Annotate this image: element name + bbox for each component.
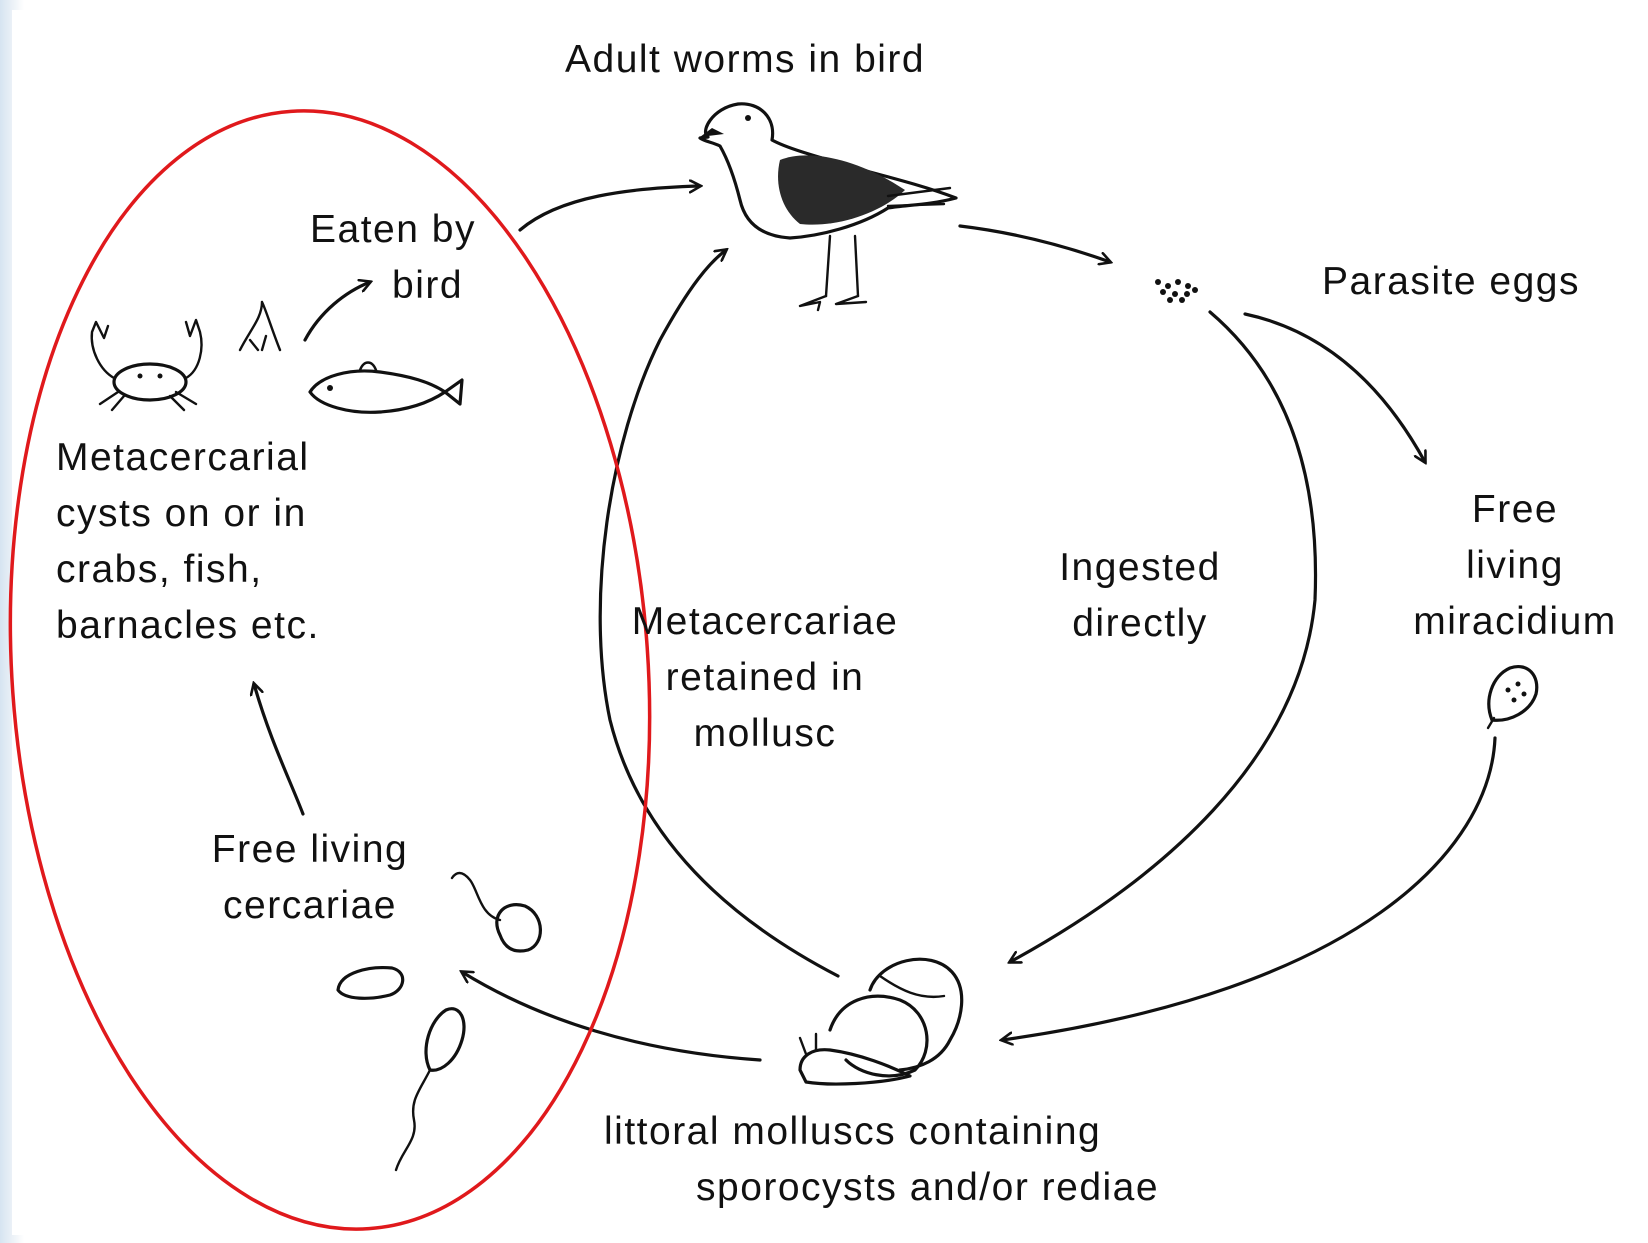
label-eaten-by-bird: Eaten by bird <box>310 202 476 314</box>
arrow-miracidium-to-snail <box>1002 738 1495 1040</box>
eaten-line-2: bird <box>310 258 476 314</box>
cysts-line-3: crabs, fish, <box>56 542 320 598</box>
retained-line-2: retained in <box>620 650 910 706</box>
cercariae-line-1: Free living <box>180 822 440 878</box>
arrow-to-bird <box>520 186 700 230</box>
cysts-line-2: cysts on or in <box>56 486 320 542</box>
label-free-living-miracidium: Free living miracidium <box>1400 482 1630 650</box>
label-metacercariae-retained: Metacercariae retained in mollusc <box>620 594 910 762</box>
molluscs-line-1: littoral molluscs containing <box>604 1104 1159 1160</box>
gull-icon <box>700 104 956 310</box>
arrow-snail-to-cercariae <box>462 972 760 1060</box>
label-free-living-cercariae: Free living cercariae <box>180 822 440 934</box>
retained-line-1: Metacercariae <box>620 594 910 650</box>
label-metacercarial-cysts: Metacercarial cysts on or in crabs, fish… <box>56 430 320 654</box>
label-adult-worms: Adult worms in bird <box>565 32 925 88</box>
arrow-bird-to-eggs <box>960 226 1110 262</box>
eaten-line-1: Eaten by <box>310 202 476 258</box>
crab-icon <box>92 320 202 410</box>
miracidium-line-1: Free <box>1400 482 1630 538</box>
label-ingested-directly: Ingested directly <box>1040 540 1240 652</box>
molluscs-line-2: sporocysts and/or rediae <box>604 1160 1159 1216</box>
cysts-line-1: Metacercarial <box>56 430 320 486</box>
ingested-line-1: Ingested <box>1040 540 1240 596</box>
arrow-cercariae-to-cysts <box>254 684 303 814</box>
miracidium-line-2: living <box>1400 538 1630 594</box>
miracidium-line-3: miracidium <box>1400 594 1630 650</box>
ingested-line-2: directly <box>1040 596 1240 652</box>
retained-line-3: mollusc <box>620 706 910 762</box>
label-parasite-eggs: Parasite eggs <box>1322 254 1580 310</box>
fish-icon <box>310 363 462 413</box>
eggs-icon <box>1155 279 1198 303</box>
cercariae-line-2: cercariae <box>180 878 440 934</box>
label-littoral-molluscs: littoral molluscs containing sporocysts … <box>604 1104 1159 1216</box>
cysts-line-4: barnacles etc. <box>56 598 320 654</box>
snail-icon <box>800 959 962 1084</box>
miracidium-icon <box>1488 667 1537 728</box>
barnacle-icon <box>240 302 280 350</box>
